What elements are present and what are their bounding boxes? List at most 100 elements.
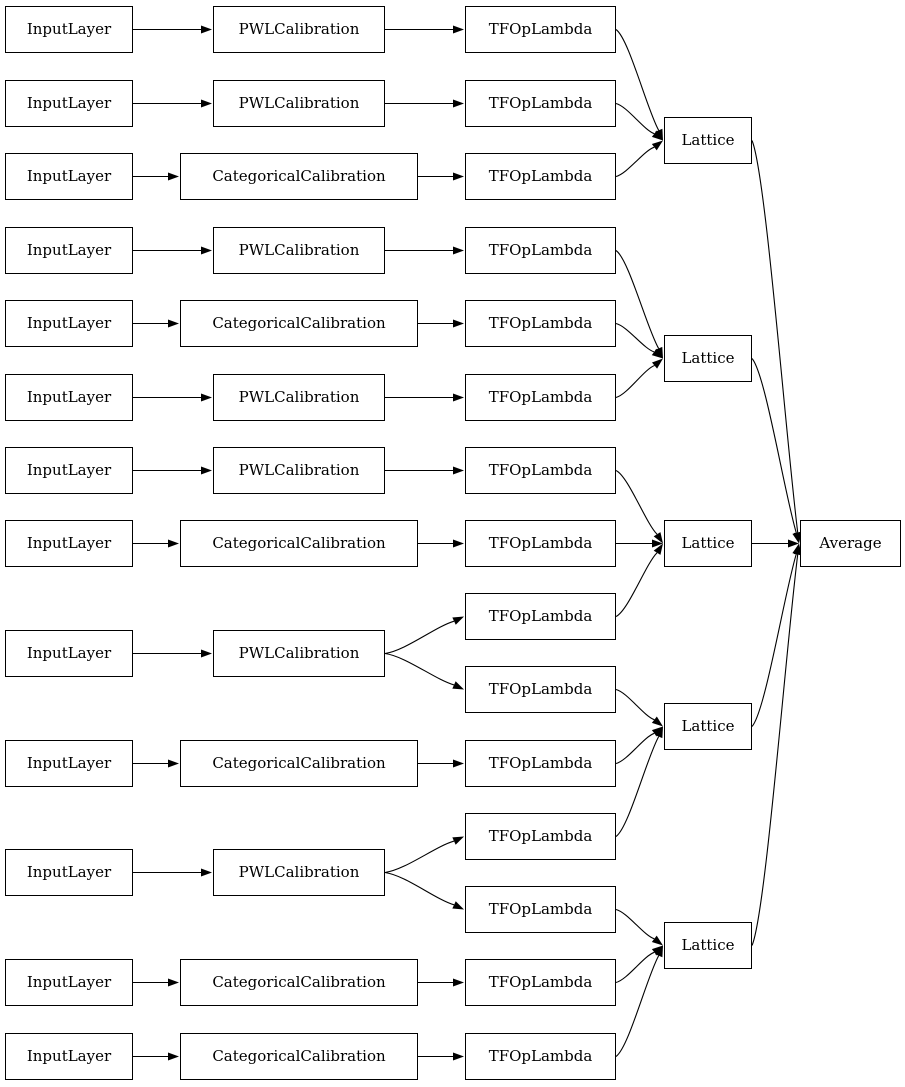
node-label: TFOpLambda: [488, 314, 593, 332]
edge-arrowhead: [168, 1052, 179, 1061]
node-label: InputLayer: [26, 644, 112, 662]
edge-arrowhead: [168, 539, 179, 548]
node-label: InputLayer: [26, 461, 112, 479]
node-lat2: Lattice: [664, 335, 752, 382]
edge-arrowhead: [453, 319, 464, 328]
node-label: TFOpLambda: [488, 900, 593, 918]
edge-op5-to-lat2: [615, 322, 663, 359]
node-label: Lattice: [681, 349, 735, 367]
edge-op3-to-lat1: [615, 140, 663, 178]
edge-in6-to-cal6: [133, 393, 212, 402]
node-label: CategoricalCalibration: [212, 167, 386, 185]
edge-op6-to-lat2: [615, 358, 663, 399]
node-in3: InputLayer: [5, 153, 133, 200]
edge-cal7-to-op7: [385, 466, 464, 475]
edge-arrowhead: [168, 759, 179, 768]
node-label: PWLCalibration: [238, 388, 360, 406]
node-cal11: PWLCalibration: [213, 849, 385, 896]
edge-in7-to-cal7: [133, 466, 212, 475]
node-label: PWLCalibration: [238, 461, 360, 479]
node-label: PWLCalibration: [238, 94, 360, 112]
edge-arrowhead: [653, 543, 663, 555]
node-op15: TFOpLambda: [465, 1033, 616, 1080]
node-op5: TFOpLambda: [465, 300, 616, 347]
node-cal12: CategoricalCalibration: [180, 959, 418, 1006]
node-in1: InputLayer: [5, 6, 133, 53]
node-in4: InputLayer: [5, 227, 133, 274]
node-label: CategoricalCalibration: [212, 314, 386, 332]
edge-cal3-to-op3: [418, 172, 464, 181]
edge-in1-to-cal1: [133, 25, 212, 34]
node-label: InputLayer: [26, 20, 112, 38]
edge-arrowhead: [651, 358, 663, 369]
node-op12: TFOpLambda: [465, 813, 616, 860]
edge-arrowhead: [651, 130, 663, 141]
node-label: PWLCalibration: [238, 20, 360, 38]
edge-op12-to-lat4: [615, 726, 663, 837]
node-label: TFOpLambda: [488, 827, 593, 845]
edge-arrowhead: [651, 140, 663, 151]
node-op6: TFOpLambda: [465, 374, 616, 421]
edge-arrowhead: [168, 319, 179, 328]
edge-arrowhead: [655, 945, 663, 958]
node-in5: InputLayer: [5, 300, 133, 347]
edge-lat4-to-avg: [751, 543, 801, 727]
node-label: InputLayer: [26, 973, 112, 991]
edge-arrowhead: [651, 945, 663, 956]
node-cal9: PWLCalibration: [213, 630, 385, 677]
edge-arrowhead: [452, 901, 464, 910]
edge-cal12-to-op14: [418, 978, 464, 987]
edge-op15-to-lat5: [615, 945, 663, 1057]
edge-arrowhead: [651, 348, 663, 359]
node-lat5: Lattice: [664, 922, 752, 969]
edge-arrowhead: [651, 726, 663, 737]
node-label: TFOpLambda: [488, 20, 593, 38]
node-label: InputLayer: [26, 863, 112, 881]
edge-lat5-to-avg: [751, 543, 802, 946]
node-label: InputLayer: [26, 314, 112, 332]
node-op14: TFOpLambda: [465, 959, 616, 1006]
node-label: TFOpLambda: [488, 388, 593, 406]
node-cal6: PWLCalibration: [213, 374, 385, 421]
edge-in11-to-cal11: [133, 868, 212, 877]
node-label: TFOpLambda: [488, 534, 593, 552]
edge-cal4-to-op4: [385, 246, 464, 255]
node-label: InputLayer: [26, 241, 112, 259]
node-label: InputLayer: [26, 167, 112, 185]
node-cal4: PWLCalibration: [213, 227, 385, 274]
edge-cal9-to-op9: [384, 616, 464, 655]
node-cal5: CategoricalCalibration: [180, 300, 418, 347]
node-op2: TFOpLambda: [465, 80, 616, 127]
edge-op2-to-lat1: [615, 102, 663, 141]
node-label: Lattice: [681, 717, 735, 735]
edge-op1-to-lat1: [615, 29, 663, 141]
edge-arrowhead: [453, 99, 464, 108]
edge-cal5-to-op5: [418, 319, 464, 328]
node-label: InputLayer: [26, 534, 112, 552]
edge-cal10-to-op11: [418, 759, 464, 768]
node-label: TFOpLambda: [488, 680, 593, 698]
node-op8: TFOpLambda: [465, 520, 616, 567]
node-label: Lattice: [681, 936, 735, 954]
edge-cal11-to-op13: [384, 871, 464, 910]
edge-arrowhead: [453, 466, 464, 475]
node-op11: TFOpLambda: [465, 740, 616, 787]
node-op7: TFOpLambda: [465, 447, 616, 494]
node-in8: InputLayer: [5, 520, 133, 567]
node-in10: InputLayer: [5, 740, 133, 787]
node-label: TFOpLambda: [488, 607, 593, 625]
node-cal3: CategoricalCalibration: [180, 153, 418, 200]
edge-arrowhead: [201, 393, 212, 402]
node-cal10: CategoricalCalibration: [180, 740, 418, 787]
edge-arrowhead: [453, 172, 464, 181]
edge-cal6-to-op6: [385, 393, 464, 402]
node-label: InputLayer: [26, 754, 112, 772]
node-cal8: CategoricalCalibration: [180, 520, 418, 567]
node-label: CategoricalCalibration: [212, 534, 386, 552]
node-op13: TFOpLambda: [465, 886, 616, 933]
edge-arrowhead: [168, 172, 179, 181]
edge-arrowhead: [792, 543, 801, 556]
edge-cal13-to-op15: [418, 1052, 464, 1061]
edge-arrowhead: [655, 128, 663, 141]
